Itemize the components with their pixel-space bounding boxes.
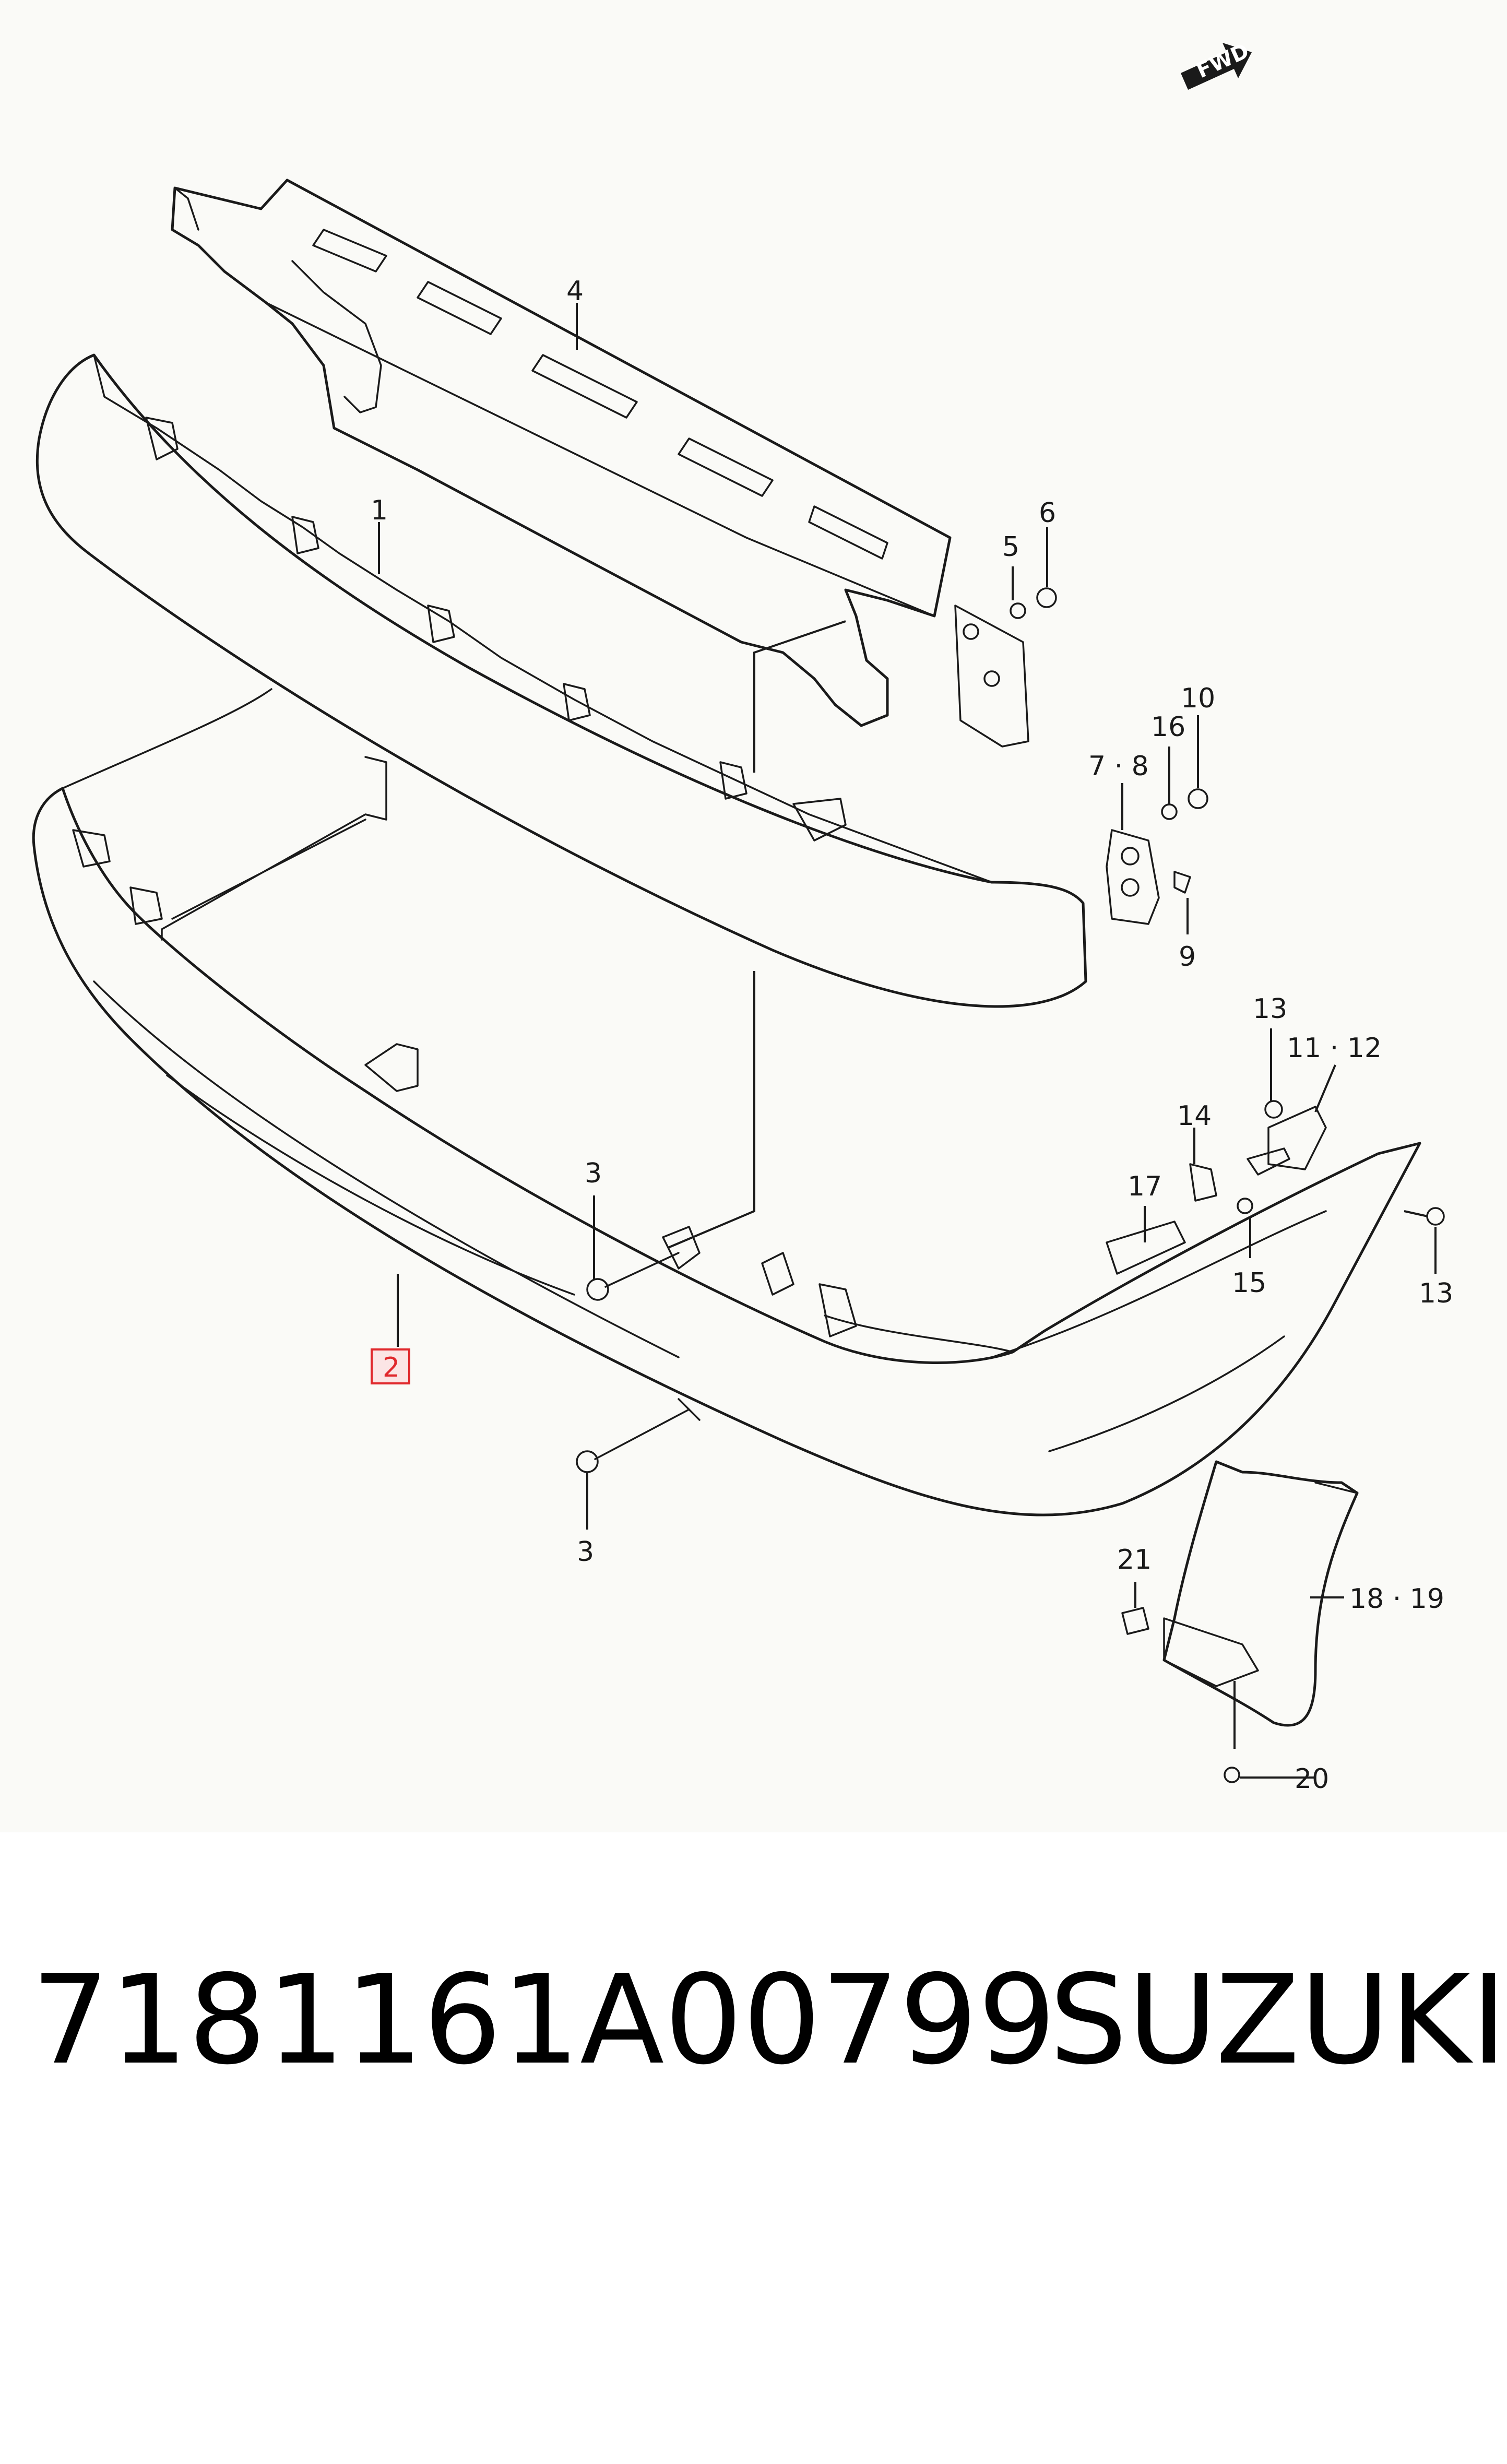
callout-17: 17 bbox=[1128, 1171, 1162, 1202]
reinforcement-member bbox=[171, 179, 1029, 748]
callout-3a: 3 bbox=[585, 1158, 602, 1189]
callout-16: 16 bbox=[1151, 712, 1185, 743]
clip-21 bbox=[1121, 1607, 1149, 1635]
part-17 bbox=[1106, 1221, 1186, 1275]
screw-20 bbox=[1224, 1767, 1240, 1783]
callout-7-8: 7 · 8 bbox=[1088, 751, 1149, 782]
lower-bumper-cover bbox=[32, 688, 1421, 1517]
fasteners bbox=[576, 587, 1445, 1473]
callout-2-highlight bbox=[371, 1348, 410, 1384]
fwd-label: FWD bbox=[1193, 39, 1252, 84]
nut-6 bbox=[1036, 587, 1057, 608]
callout-2: 2 bbox=[383, 1352, 400, 1383]
bumper-exploded-view: FWD bbox=[32, 39, 1454, 1795]
screw-13b bbox=[1426, 1207, 1445, 1226]
callout-labels: 4 1 5 6 10 16 7 · 8 9 13 11 · 12 14 17 1… bbox=[371, 276, 1453, 1795]
callout-15: 15 bbox=[1232, 1267, 1266, 1299]
leader-lines bbox=[378, 303, 1437, 1779]
callout-4: 4 bbox=[566, 276, 584, 307]
callout-13a: 13 bbox=[1253, 993, 1287, 1025]
bracket-11-12 bbox=[1247, 1147, 1290, 1176]
callout-5: 5 bbox=[1002, 531, 1019, 563]
callout-6: 6 bbox=[1039, 497, 1056, 529]
callout-18-19: 18 · 19 bbox=[1349, 1583, 1444, 1615]
bracket-7-8 bbox=[1106, 829, 1160, 925]
callout-21: 21 bbox=[1117, 1544, 1152, 1575]
callout-20: 20 bbox=[1295, 1763, 1329, 1795]
callout-13b: 13 bbox=[1419, 1278, 1453, 1309]
nut-10 bbox=[1188, 788, 1208, 809]
bolt-3a bbox=[586, 1278, 609, 1301]
bolt-3b bbox=[576, 1450, 599, 1473]
callout-3b: 3 bbox=[577, 1536, 594, 1568]
callout-1: 1 bbox=[371, 495, 388, 526]
screw-13a bbox=[1264, 1100, 1283, 1119]
callout-11-12: 11 · 12 bbox=[1287, 1033, 1382, 1064]
mud-flap bbox=[1121, 1460, 1359, 1783]
parts-diagram: FWD bbox=[32, 39, 1454, 1795]
washer-16 bbox=[1161, 803, 1178, 820]
upper-bumper-cover bbox=[35, 353, 1087, 1008]
part-number: 7181161A00799 bbox=[31, 1948, 1057, 2092]
screw-15 bbox=[1237, 1198, 1253, 1214]
callout-14: 14 bbox=[1177, 1100, 1212, 1132]
nut-5 bbox=[1010, 602, 1026, 619]
brand-name: SUZUKI bbox=[1049, 1948, 1507, 2092]
clip-14 bbox=[1189, 1163, 1217, 1202]
callout-9: 9 bbox=[1179, 941, 1196, 973]
fwd-arrow-icon: FWD bbox=[1181, 39, 1253, 90]
callout-10: 10 bbox=[1181, 683, 1215, 714]
caption-bar: 7181161A00799 SUZUKI bbox=[0, 1932, 1507, 2109]
clip-9 bbox=[1173, 871, 1191, 894]
